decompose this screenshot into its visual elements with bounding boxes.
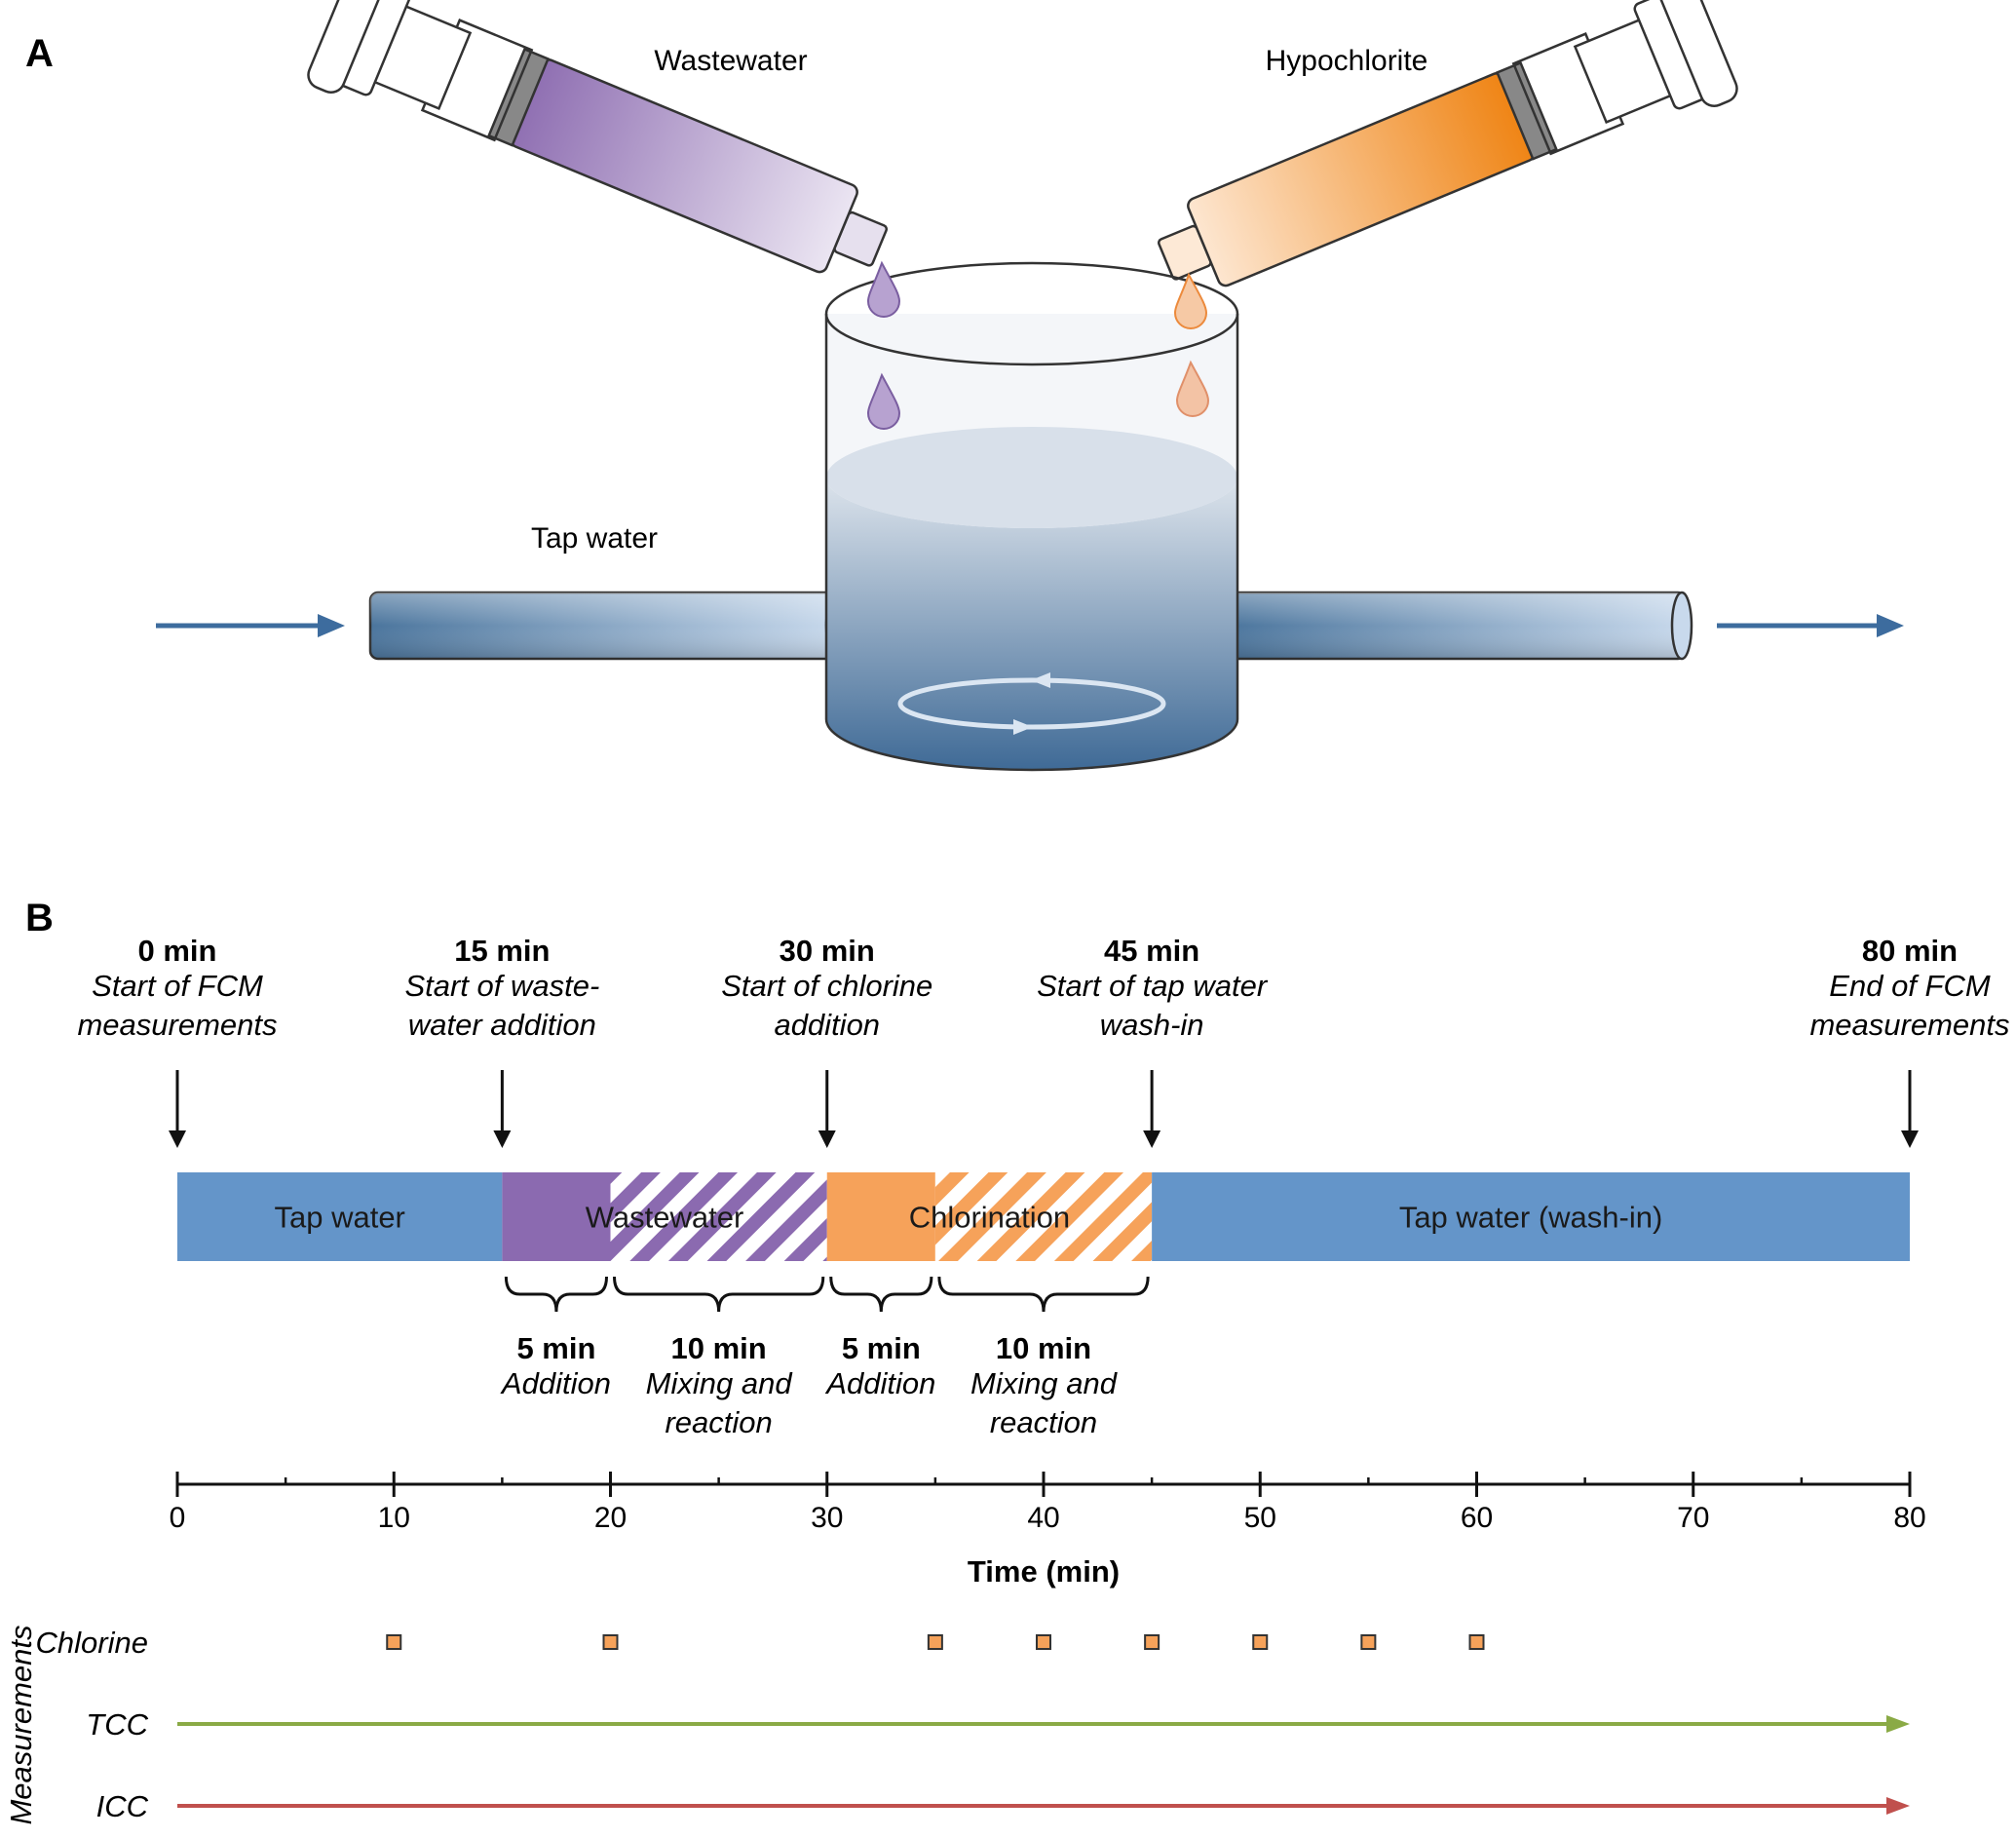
chlorine-sample-marker — [386, 1634, 402, 1650]
axis-tick-label: 0 — [170, 1502, 186, 1534]
phase-segment — [177, 1172, 503, 1261]
inflow-arrow — [156, 614, 345, 637]
event-description-line-1: Start of waste- — [404, 969, 599, 1003]
event-arrowhead — [818, 1130, 836, 1148]
event-arrowhead — [1143, 1130, 1161, 1148]
phase-label: Chlorination — [909, 1201, 1070, 1235]
chlorine-sample-marker — [1252, 1634, 1269, 1650]
chlorine-sample-marker — [1360, 1634, 1377, 1650]
sub-phase-description-line-2: reaction — [990, 1405, 1097, 1439]
measurement-label-chlorine: Chlorine — [36, 1626, 148, 1660]
axis-tick-label: 30 — [811, 1502, 843, 1534]
measurement-label-tcc: TCC — [86, 1707, 148, 1742]
sub-phase-duration: 5 min — [842, 1331, 921, 1365]
event-time-label: 0 min — [138, 934, 217, 968]
sub-phase-brace — [613, 1276, 825, 1313]
wastewater-syringe — [307, 0, 889, 274]
axis-title: Time (min) — [968, 1554, 1120, 1589]
phase-label: Wastewater — [586, 1201, 744, 1235]
chlorine-sample-marker — [1036, 1634, 1051, 1650]
phase-hatched-segment — [934, 1172, 1153, 1261]
stirring-circulation-icon — [897, 672, 1166, 735]
panel-b-letter: B — [25, 897, 54, 939]
phase-segment — [1152, 1172, 1910, 1261]
outflow-arrow — [1717, 614, 1904, 637]
axis-tick-label: 20 — [594, 1502, 627, 1534]
sub-phase-brace — [829, 1276, 933, 1313]
chlorine-sample-marker — [927, 1634, 943, 1650]
sub-phase-brace — [937, 1276, 1150, 1313]
sub-phase-description-line-1: Addition — [824, 1366, 935, 1400]
event-description-line-2: measurements — [1809, 1008, 2009, 1042]
sub-phase-brace — [504, 1276, 608, 1313]
sub-phase-description-line-1: Mixing and — [646, 1366, 794, 1400]
tcc-measurement-arrowhead — [1886, 1715, 1910, 1733]
axis-tick-label: 80 — [1893, 1502, 1925, 1534]
event-time-label: 45 min — [1104, 934, 1199, 968]
wastewater-label: Wastewater — [654, 45, 807, 77]
phase-label: Tap water — [274, 1201, 404, 1235]
sub-phase-description-line-1: Mixing and — [970, 1366, 1119, 1400]
phase-solid-segment — [826, 1172, 935, 1261]
sub-phase-duration: 5 min — [516, 1331, 595, 1365]
event-description-line-1: Start of chlorine — [721, 969, 932, 1003]
phase-hatched-segment — [610, 1172, 827, 1261]
sub-phase-description-line-2: reaction — [665, 1405, 772, 1439]
measurements-group-label: Measurements — [4, 1625, 38, 1824]
phase-label: Tap water (wash-in) — [1399, 1201, 1662, 1235]
hypochlorite-label: Hypochlorite — [1266, 45, 1428, 77]
event-description-line-2: addition — [774, 1008, 880, 1042]
event-description-line-2: wash-in — [1100, 1008, 1204, 1042]
wastewater-drops — [866, 260, 901, 430]
event-description-line-2: water addition — [408, 1008, 596, 1042]
axis-tick-label: 60 — [1461, 1502, 1493, 1534]
hypochlorite-drops — [1173, 272, 1210, 417]
panel-a: A Wastewater Hypochlorite Tap water — [25, 0, 1904, 772]
panel-a-letter: A — [25, 32, 54, 75]
axis-tick-label: 50 — [1244, 1502, 1276, 1534]
chlorine-sample-marker — [602, 1634, 619, 1650]
event-description-line-1: Start of FCM — [92, 969, 263, 1003]
event-time-label: 80 min — [1862, 934, 1958, 968]
event-description-line-1: End of FCM — [1829, 969, 1991, 1003]
chlorine-sample-marker — [1468, 1634, 1485, 1650]
event-time-label: 30 min — [780, 934, 875, 968]
sub-phase-duration: 10 min — [996, 1331, 1091, 1365]
event-description-line-2: measurements — [77, 1008, 277, 1042]
event-arrowhead — [1901, 1130, 1919, 1148]
phase-solid-segment — [502, 1172, 611, 1261]
event-arrowhead — [493, 1130, 512, 1148]
reactor-vessel — [824, 261, 1239, 772]
sub-phase-description-line-1: Addition — [500, 1366, 611, 1400]
axis-tick-label: 40 — [1027, 1502, 1059, 1534]
icc-measurement-arrowhead — [1886, 1797, 1910, 1815]
event-description-line-1: Start of tap water — [1037, 969, 1269, 1003]
chlorine-sample-marker — [1144, 1634, 1160, 1650]
measurement-label-icc: ICC — [96, 1789, 149, 1823]
tap-water-label: Tap water — [531, 522, 658, 555]
outlet-pipe — [1226, 591, 1693, 661]
sub-phase-duration: 10 min — [671, 1331, 767, 1365]
event-time-label: 15 min — [454, 934, 550, 968]
axis-tick-label: 10 — [378, 1502, 410, 1534]
event-arrowhead — [169, 1130, 186, 1148]
inlet-pipe — [368, 591, 852, 661]
phase-bar: Tap water Wastewater Chlorination Tap water… — [177, 1172, 1910, 1261]
hypochlorite-syringe — [1157, 0, 1738, 287]
axis-tick-label: 70 — [1677, 1502, 1709, 1534]
